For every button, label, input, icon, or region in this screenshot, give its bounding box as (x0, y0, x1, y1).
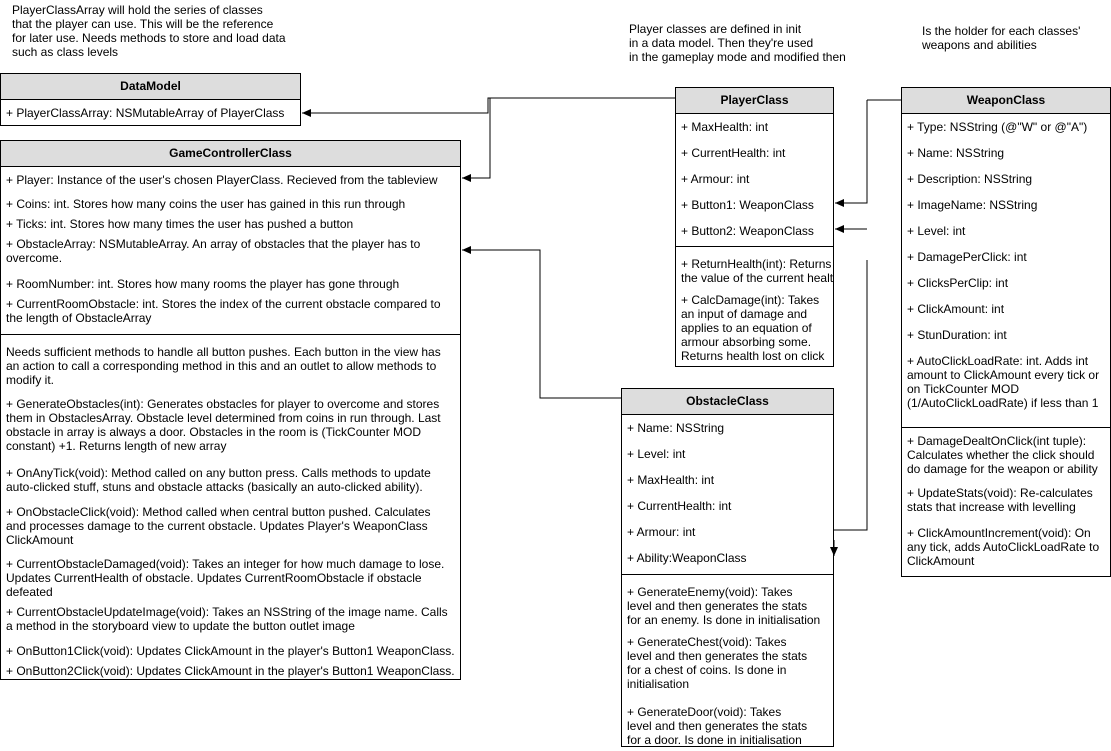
oc-attribute-armour: + Armour: int (627, 525, 696, 539)
oc-method-generate-enemy: + GenerateEnemy(void): Takes level and t… (627, 585, 821, 627)
gc-attribute-ticks: + Ticks: int. Stores how many times the … (6, 217, 354, 231)
wc-attribute-click-amount: + ClickAmount: int (907, 302, 1005, 316)
pc-attribute-max-health: + MaxHealth: int (681, 120, 769, 134)
data-model-attributes: + PlayerClassArray: NSMutableArray of Pl… (1, 100, 300, 126)
oc-attribute-max-health: + MaxHealth: int (627, 473, 715, 487)
gc-method-on-button1-click: + OnButton1Click(void): Updates ClickAmo… (6, 644, 455, 658)
gc-method-on-button2-click: + OnButton2Click(void): Updates ClickAmo… (6, 664, 455, 678)
weapon-to-obstacle-line (834, 260, 868, 531)
obstacle-to-gamecontroller-line (462, 246, 621, 399)
player-to-gamecontroller-line (462, 97, 675, 182)
pc-method-calc-damage: + CalcDamage(int): Takes an input of dam… (681, 293, 825, 363)
obstacle-class-box[interactable]: ObstacleClass + Name: NSString + Level: … (621, 388, 834, 747)
gc-methods-intro: Needs sufficient methods to handle all b… (6, 345, 441, 387)
gc-method-generate-obstacles: + GenerateObstacles(int): Generates obst… (6, 397, 441, 453)
data-model-title: DataModel (1, 74, 300, 100)
wc-attribute-stun-duration: + StunDuration: int (907, 328, 1007, 342)
player-class-title: PlayerClass (676, 88, 833, 114)
weapon-to-player-button1-line (835, 100, 868, 207)
pc-attribute-armour: + Armour: int (681, 172, 750, 186)
wc-attribute-damage-per-click: + DamagePerClick: int (907, 250, 1027, 264)
gc-attribute-current-room-obstacle: + CurrentRoomObstacle: int. Stores the i… (6, 297, 441, 325)
player-class-methods: + ReturnHealth(int): Returns the value o… (676, 247, 833, 367)
wc-attribute-auto-click-load-rate: + AutoClickLoadRate: int. Adds int amoun… (907, 354, 1100, 410)
game-controller-attributes: + Player: Instance of the user's chosen … (1, 167, 460, 335)
oc-attribute-name: + Name: NSString (627, 421, 725, 435)
obstacle-class-methods: + GenerateEnemy(void): Takes level and t… (622, 575, 833, 747)
gc-attribute-obstacle-array: + ObstacleArray: NSMutableArray. An arra… (6, 237, 421, 265)
wc-attribute-name: + Name: NSString (907, 146, 1005, 160)
oc-method-generate-door: + GenerateDoor(void): Takes level and th… (627, 705, 808, 747)
wc-attribute-level: + Level: int (907, 224, 966, 238)
data-model-attribute: + PlayerClassArray: NSMutableArray of Pl… (6, 106, 285, 120)
game-controller-title: GameControllerClass (1, 141, 460, 167)
gc-attribute-room-number: + RoomNumber: int. Stores how many rooms… (6, 277, 400, 291)
pc-attribute-button2: + Button2: WeaponClass (681, 224, 814, 238)
game-controller-methods: Needs sufficient methods to handle all b… (1, 335, 460, 680)
wc-method-click-amount-increment: + ClickAmountIncrement(void): On any tic… (907, 526, 1100, 568)
wc-method-damage-dealt-on-click: + DamageDealtOnClick(int tuple): Calcula… (907, 434, 1098, 476)
wc-method-update-stats: + UpdateStats(void): Re-calculates stats… (907, 486, 1093, 514)
player-class-box[interactable]: PlayerClass + MaxHealth: int + CurrentHe… (675, 87, 834, 367)
gc-method-on-obstacle-click: + OnObstacleClick(void): Method called w… (6, 505, 431, 547)
wc-attribute-clicks-per-clip: + ClicksPerClip: int (907, 276, 1009, 290)
oc-attribute-ability: + Ability:WeaponClass (627, 551, 747, 565)
weapon-class-box[interactable]: WeaponClass + Type: NSString (@"W" or @"… (901, 87, 1111, 577)
oc-attribute-current-health: + CurrentHealth: int (627, 499, 732, 513)
game-controller-class-box[interactable]: GameControllerClass + Player: Instance o… (0, 140, 461, 680)
pc-method-return-health: + ReturnHealth(int): Returns the value o… (681, 257, 833, 285)
weapon-class-title: WeaponClass (902, 88, 1110, 114)
data-model-class-box[interactable]: DataModel + PlayerClassArray: NSMutableA… (0, 73, 301, 126)
wc-attribute-description: + Description: NSString (907, 172, 1033, 186)
obstacle-class-attributes: + Name: NSString + Level: int + MaxHealt… (622, 415, 833, 575)
player-to-datamodel-line (302, 97, 675, 117)
gc-method-current-obstacle-damaged: + CurrentObstacleDamaged(void): Takes an… (6, 557, 445, 599)
note-player-classes: Player classes are defined in init in a … (629, 22, 846, 64)
pc-attribute-current-health: + CurrentHealth: int (681, 146, 786, 160)
weapon-class-attributes: + Type: NSString (@"W" or @"A") + Name: … (902, 114, 1110, 428)
gc-attribute-coins: + Coins: int. Stores how many coins the … (6, 197, 406, 211)
note-weapon-holder: Is the holder for each classes' weapons … (922, 24, 1081, 52)
note-player-class-array: PlayerClassArray will hold the series of… (12, 3, 286, 59)
gc-method-current-obstacle-update-image: + CurrentObstacleUpdateImage(void): Take… (6, 605, 448, 633)
pc-attribute-button1: + Button1: WeaponClass (681, 198, 814, 212)
player-class-attributes: + MaxHealth: int + CurrentHealth: int + … (676, 114, 833, 247)
oc-method-generate-chest: + GenerateChest(void): Takes level and t… (627, 635, 808, 691)
weapon-class-methods: + DamageDealtOnClick(int tuple): Calcula… (902, 428, 1110, 577)
oc-attribute-level: + Level: int (627, 447, 686, 461)
gc-attribute-player: + Player: Instance of the user's chosen … (6, 173, 438, 187)
wc-attribute-type: + Type: NSString (@"W" or @"A") (907, 120, 1088, 134)
wc-attribute-image-name: + ImageName: NSString (907, 198, 1038, 212)
obstacle-class-title: ObstacleClass (622, 389, 833, 415)
gc-method-on-any-tick: + OnAnyTick(void): Method called on any … (6, 466, 431, 494)
